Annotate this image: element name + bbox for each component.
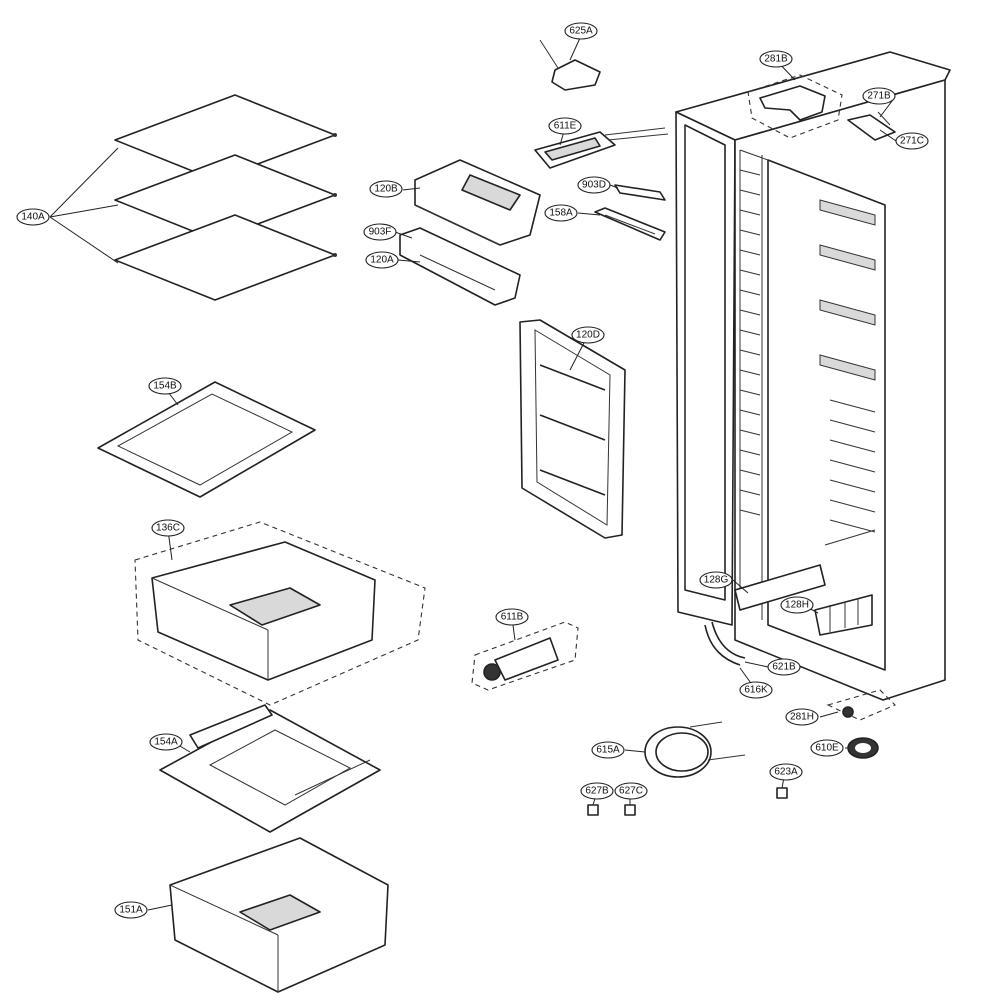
callout-623A: 623A [769, 763, 803, 781]
callout-label: 611B [501, 612, 524, 623]
callout-140A: 140A [16, 208, 50, 226]
part-623A [776, 787, 788, 799]
callout-label: 627B [585, 786, 609, 797]
callout-label: 625A [569, 26, 593, 37]
ice-chute-120A [399, 227, 521, 306]
callout-label: 154B [153, 381, 177, 392]
callout-611E: 611E [548, 117, 582, 135]
water-filter-611B [471, 621, 579, 691]
callout-158A: 158A [544, 204, 578, 222]
callout-label: 154A [154, 737, 178, 748]
part-627B [587, 804, 599, 816]
callout-616K: 616K [739, 681, 773, 699]
callout-label: 621B [772, 662, 796, 673]
callout-271B: 271B [862, 87, 896, 105]
callout-label: 610E [815, 743, 839, 754]
part-611E [534, 127, 669, 169]
callout-label: 151A [119, 905, 143, 916]
callout-label: 616K [744, 685, 768, 696]
crisper-cover-154A [159, 704, 381, 833]
callout-label: 120B [374, 184, 398, 195]
callout-271C: 271C [895, 132, 929, 150]
callout-610E: 610E [810, 739, 844, 757]
ice-bin-120B [414, 159, 541, 246]
callout-label: 903D [582, 180, 606, 191]
callout-154A: 154A [149, 733, 183, 751]
callout-120D: 120D [571, 326, 605, 344]
callout-615A: 615A [591, 741, 625, 759]
callout-label: 281H [790, 712, 814, 723]
callout-label: 158A [549, 208, 573, 219]
callout-281H: 281H [785, 708, 819, 726]
callout-label: 615A [596, 745, 620, 756]
callout-label: 281B [764, 54, 788, 65]
part-158A [594, 207, 666, 241]
part-271B-271C [847, 111, 896, 141]
callout-128H: 128H [780, 596, 814, 614]
callout-281B: 281B [759, 50, 793, 68]
part-281H [826, 689, 896, 721]
callout-120A: 120A [365, 251, 399, 269]
shelf-154B [97, 381, 316, 498]
glass-shelf-set-140A [114, 94, 337, 301]
part-903D [614, 184, 666, 201]
callout-label: 271B [867, 91, 891, 102]
callout-903D: 903D [577, 176, 611, 194]
drawer-151A [169, 837, 389, 993]
callout-903F: 903F [363, 223, 397, 241]
callouts: 625A 281B 271B 271C 611E 120B 903D 158A … [16, 22, 929, 919]
callout-611B: 611B [495, 608, 529, 626]
callout-label: 627C [619, 786, 643, 797]
drawer-136C [134, 521, 426, 706]
refrigerator-cabinet [675, 51, 951, 701]
part-281B [747, 74, 843, 139]
part-625A [539, 39, 601, 91]
callout-label: 136C [156, 523, 180, 534]
callout-627B: 627B [580, 782, 614, 800]
callout-120B: 120B [369, 180, 403, 198]
callout-621B: 621B [767, 658, 801, 676]
callout-label: 120D [576, 330, 600, 341]
callout-625A: 625A [564, 22, 598, 40]
callout-label: 128G [704, 575, 729, 586]
callout-label: 623A [774, 767, 798, 778]
callout-151A: 151A [114, 901, 148, 919]
part-610E [847, 737, 879, 759]
callout-label: 903F [369, 227, 392, 238]
callout-136C: 136C [151, 519, 185, 537]
callout-label: 611E [554, 121, 577, 132]
tubing-615A [644, 721, 746, 778]
callout-154B: 154B [148, 377, 182, 395]
callout-128G: 128G [699, 571, 733, 589]
callout-627C: 627C [614, 782, 648, 800]
callout-label: 140A [21, 212, 45, 223]
callout-label: 128H [785, 600, 809, 611]
callout-label: 120A [370, 255, 394, 266]
part-120D [519, 319, 626, 539]
callout-label: 271C [900, 136, 924, 147]
part-627C [624, 804, 636, 816]
